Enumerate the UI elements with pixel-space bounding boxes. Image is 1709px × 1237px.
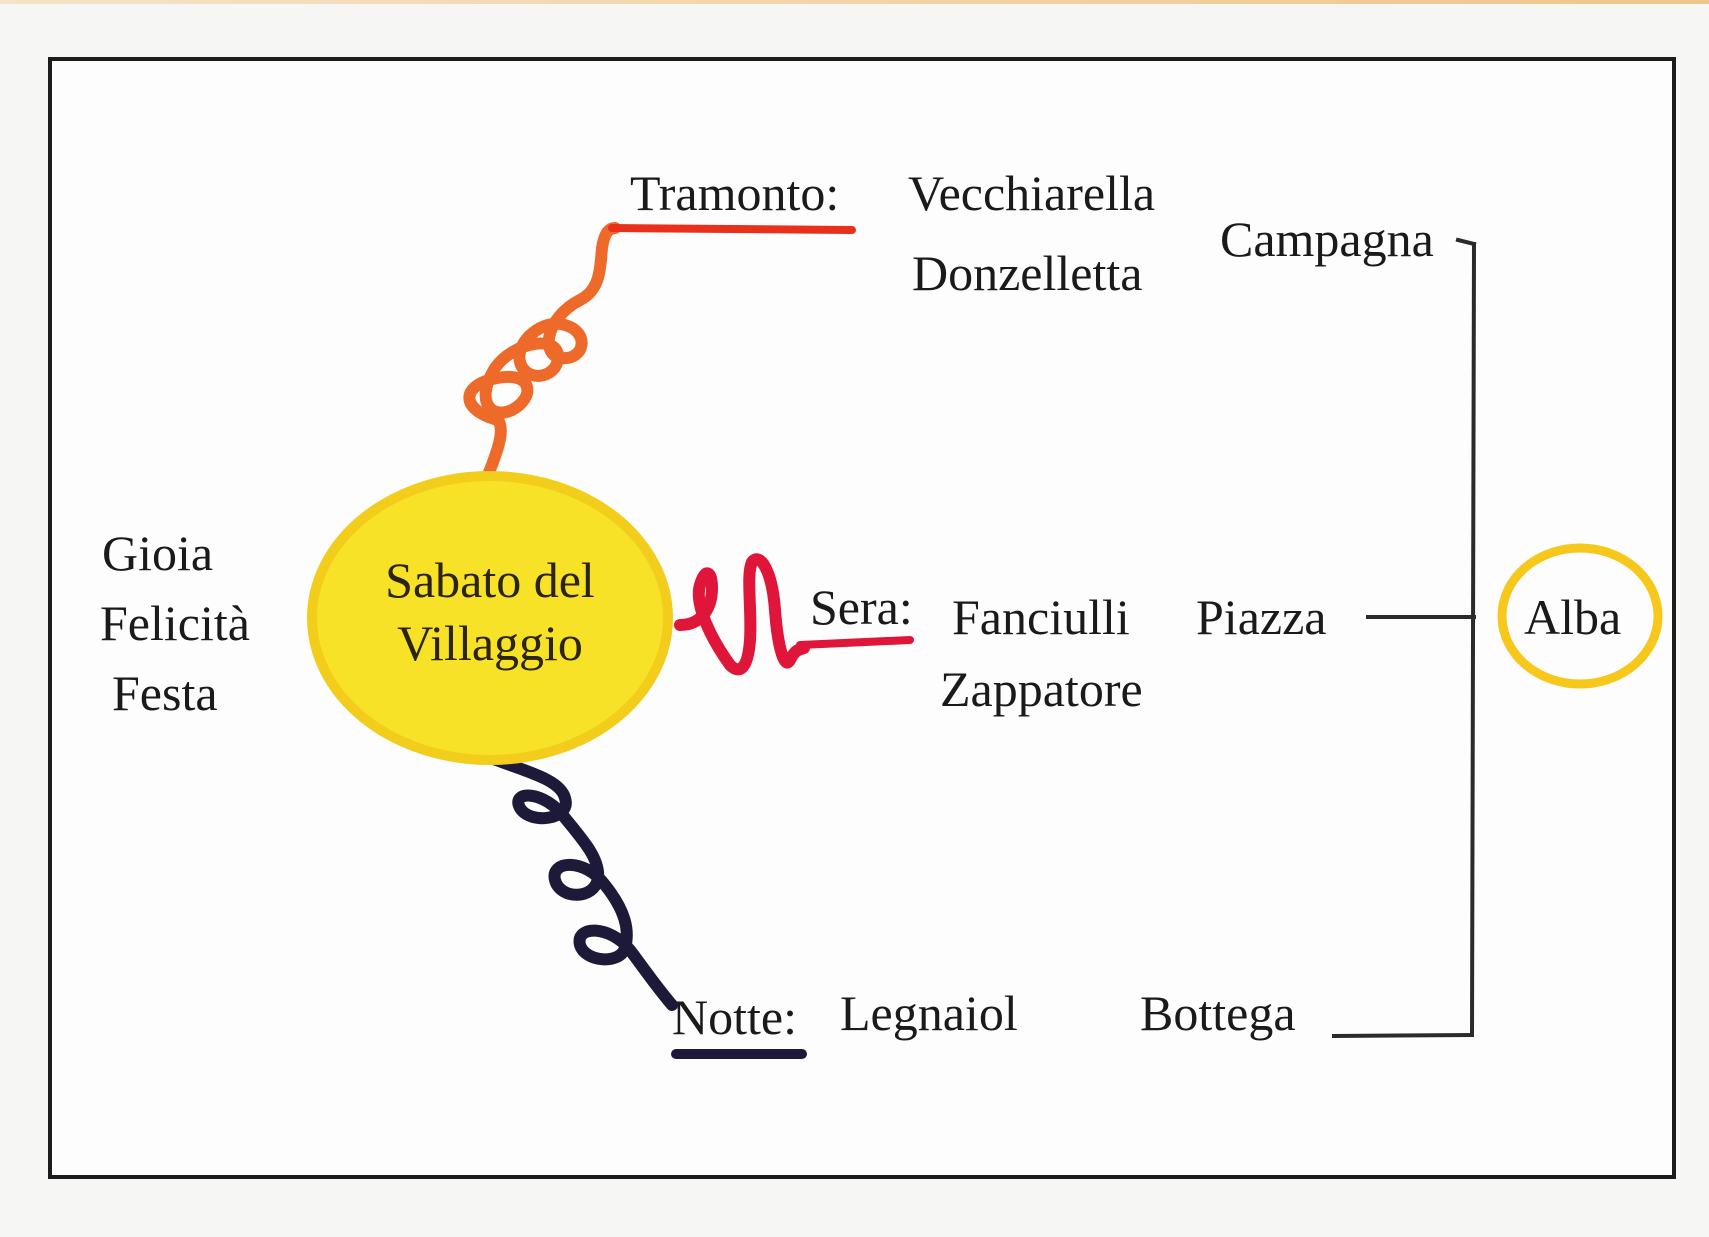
mood-felicita: Felicità xyxy=(100,595,250,651)
mood-gioia: Gioia xyxy=(102,525,214,581)
tramonto-person-vecchiarella: Vecchiarella xyxy=(908,165,1156,221)
tramonto-underline xyxy=(608,224,856,234)
notte-person-legnaiol: Legnaiol xyxy=(840,985,1018,1041)
center-label-line2: Villaggio xyxy=(397,614,583,671)
tramonto-label: Tramonto: xyxy=(630,165,840,221)
notte-coil xyxy=(480,750,678,1011)
alba-label: Alba xyxy=(1524,589,1622,645)
sera-person-fanciulli: Fanciulli xyxy=(952,589,1130,645)
center-circle xyxy=(307,471,673,765)
sera-label: Sera: xyxy=(810,579,913,635)
sera-underline xyxy=(796,636,914,649)
sera-place-piazza: Piazza xyxy=(1196,589,1327,645)
alba-ring xyxy=(1497,543,1663,689)
center-label: Sabato del Villaggio xyxy=(370,549,610,674)
top-strip xyxy=(0,0,1709,4)
mood-festa: Festa xyxy=(112,665,218,721)
tramonto-coil xyxy=(463,222,621,481)
tramonto-place-campagna: Campagna xyxy=(1220,211,1434,267)
sera-person-zappatore: Zappatore xyxy=(940,661,1143,717)
alba-connector xyxy=(1331,237,1477,1039)
center-label-line1: Sabato del xyxy=(385,552,595,608)
sera-coil xyxy=(674,553,810,676)
notte-label: Notte: xyxy=(672,989,797,1045)
notte-place-bottega: Bottega xyxy=(1140,985,1296,1041)
tramonto-person-donzelletta: Donzelletta xyxy=(912,245,1143,301)
